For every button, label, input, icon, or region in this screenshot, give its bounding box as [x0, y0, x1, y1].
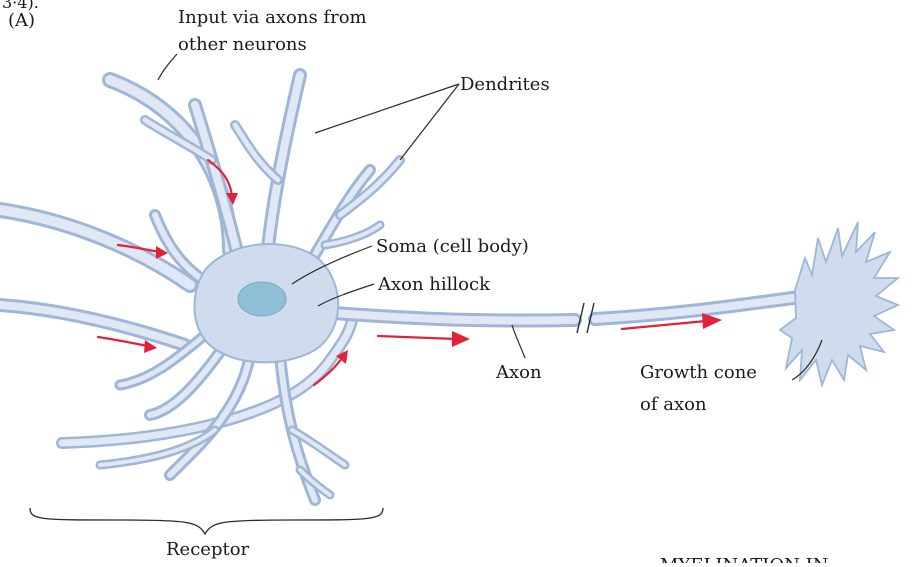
label-growth-cone: Growth cone: [640, 362, 757, 383]
label-growth-cone-line2: of axon: [640, 394, 707, 415]
nucleus: [238, 282, 286, 316]
label-receptor: Receptor: [166, 539, 250, 560]
soma: [194, 244, 338, 362]
cut-footer-text: MYELINATION IN: [660, 555, 829, 563]
leader-dendrite-1: [315, 84, 459, 133]
label-input-line2: other neurons: [178, 34, 307, 55]
axon: [320, 297, 800, 333]
panel-label: (A): [8, 10, 35, 31]
leader-dendrite-2: [400, 84, 459, 160]
label-soma: Soma (cell body): [376, 236, 529, 257]
label-axon-hillock: Axon hillock: [377, 274, 491, 295]
arrow-axon-1: [378, 336, 456, 339]
label-dendrites: Dendrites: [460, 74, 550, 95]
label-axon: Axon: [495, 362, 542, 383]
leader-input: [158, 54, 177, 80]
receptor-brace: [30, 508, 383, 534]
growth-cone: [780, 222, 898, 385]
leader-axon: [512, 325, 525, 358]
label-input: Input via axons from: [178, 7, 367, 28]
